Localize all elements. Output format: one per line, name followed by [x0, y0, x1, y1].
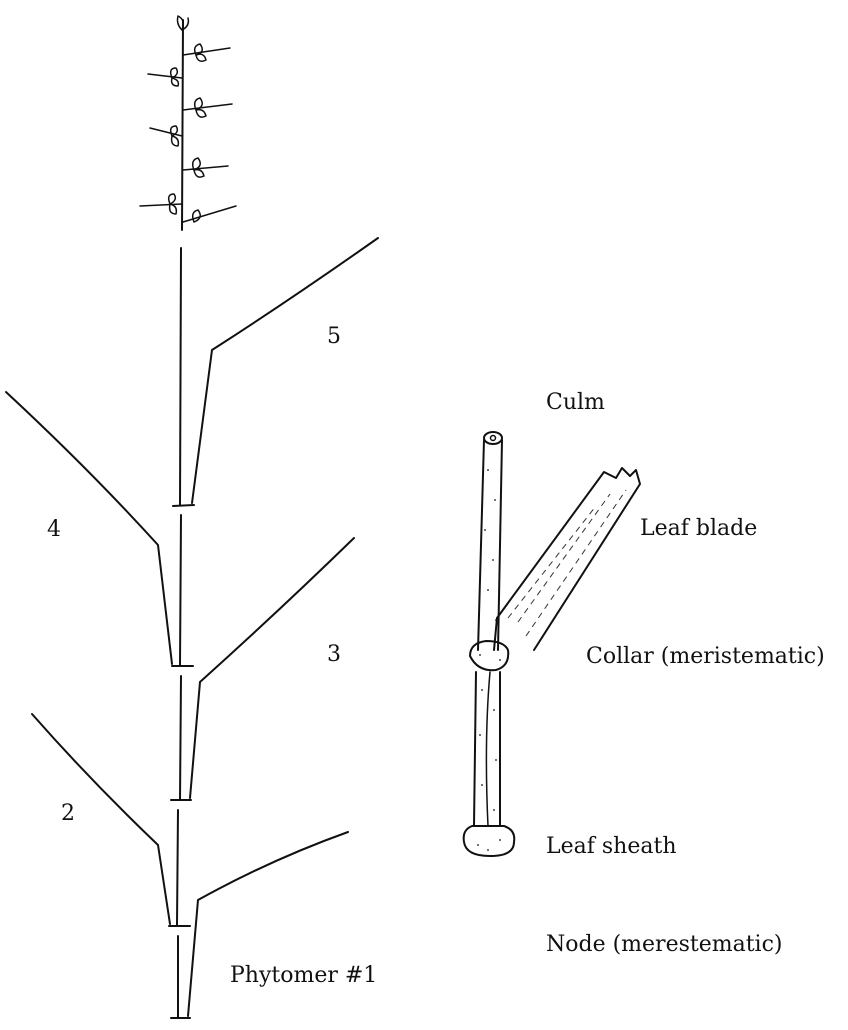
phytomer-2-label: 2 [61, 803, 75, 825]
phytomer-1-label: Phytomer #1 [230, 965, 377, 987]
node-label: Node (merestematic) [546, 934, 783, 956]
floret [140, 194, 182, 214]
inflorescence-axis [182, 20, 183, 230]
floret [150, 126, 182, 146]
culm-pith-shape [491, 436, 496, 441]
culm-segment [180, 515, 181, 665]
node-mark [173, 505, 194, 506]
floret [178, 16, 189, 30]
floret [183, 206, 236, 222]
culm-shape [478, 440, 502, 650]
phytomer-1-shape [171, 832, 348, 1018]
collar-shape [470, 641, 508, 670]
culm-segment [180, 248, 181, 505]
collar-label: Collar (meristematic) [586, 646, 825, 668]
phytomer-3-label: 3 [327, 644, 341, 666]
phytomer-3-shape [171, 538, 354, 800]
culm-top-shape [484, 432, 502, 444]
leaf-outline [32, 714, 170, 924]
phytomer-5-shape [173, 238, 378, 506]
leaf-outline [190, 538, 354, 798]
leaf-blade-label: Leaf blade [640, 518, 757, 540]
phytomer-4-shape [6, 392, 193, 666]
leaf-outline [188, 832, 348, 1016]
phytomer-4-label: 4 [47, 519, 61, 541]
leaf-outline [6, 392, 172, 664]
culm-label: Culm [546, 392, 605, 414]
node-shape [464, 826, 515, 856]
floret [183, 158, 228, 177]
leaf-blade-shape [494, 468, 640, 650]
phytomer-5-label: 5 [327, 326, 341, 348]
phytomer-2-shape [32, 714, 190, 926]
leaf-blade-veins [508, 490, 626, 636]
sheath-margin [486, 672, 490, 826]
culm-segment [180, 676, 181, 800]
floret [148, 68, 182, 86]
leaf-sheath-label: Leaf sheath [546, 836, 677, 858]
floret [183, 44, 230, 61]
culm-segment [177, 810, 178, 925]
inflorescence [140, 16, 236, 230]
leaf-outline [192, 238, 378, 503]
floret [183, 98, 232, 117]
